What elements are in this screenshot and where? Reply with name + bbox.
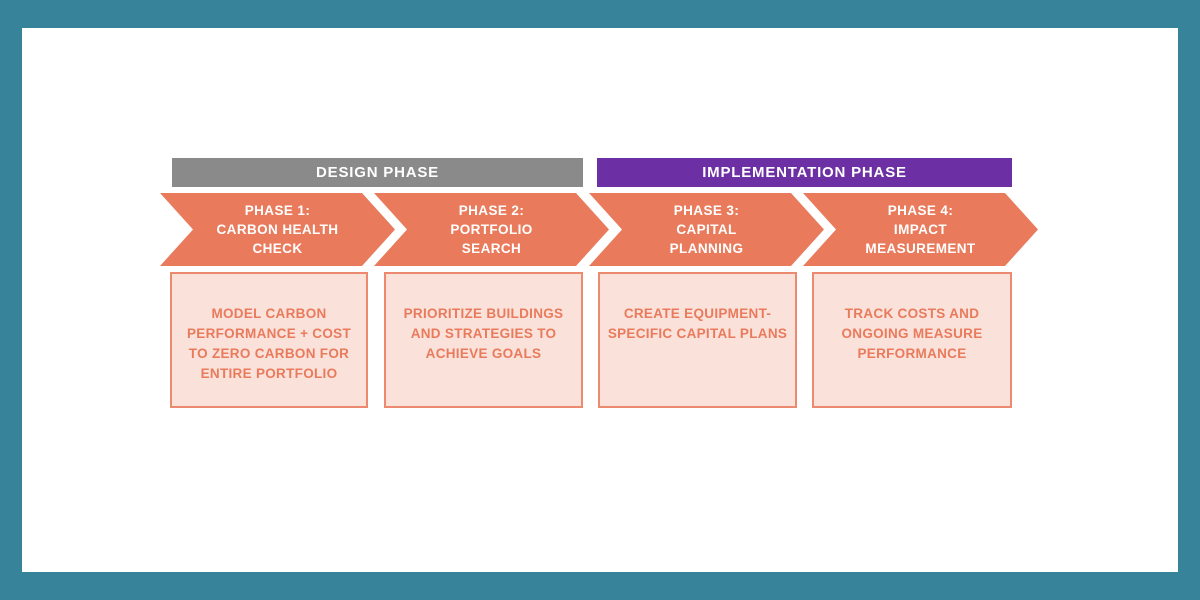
phase-1-description-box: MODEL CARBON PERFORMANCE + COST TO ZERO … <box>170 272 368 408</box>
phase-1-arrow: PHASE 1: CARBON HEALTH CHECK <box>160 193 395 266</box>
phase-1-arrow-label: PHASE 1: CARBON HEALTH CHECK <box>216 203 339 256</box>
phase-3-arrow-label: PHASE 3: CAPITAL PLANNING <box>669 203 744 256</box>
phase-4-arrow-label: PHASE 4: IMPACT MEASUREMENT <box>865 203 976 256</box>
design-phase-bar-label: DESIGN PHASE <box>316 164 439 181</box>
phase-2-arrow-label: PHASE 2: PORTFOLIO SEARCH <box>450 203 533 256</box>
implementation-phase-bar-label: IMPLEMENTATION PHASE <box>702 164 907 181</box>
implementation-phase-bar: IMPLEMENTATION PHASE <box>597 158 1012 187</box>
phase-4-arrow: PHASE 4: IMPACT MEASUREMENT <box>803 193 1038 266</box>
phase-2-description-box: PRIORITIZE BUILDINGS AND STRATEGIES TO A… <box>384 272 583 408</box>
phase-2-description-text: PRIORITIZE BUILDINGS AND STRATEGIES TO A… <box>403 306 564 361</box>
phase-4-description-text: TRACK COSTS AND ONGOING MEASURE PERFORMA… <box>841 306 983 361</box>
design-phase-bar: DESIGN PHASE <box>172 158 583 187</box>
phase-4-description-box: TRACK COSTS AND ONGOING MEASURE PERFORMA… <box>812 272 1012 408</box>
phase-3-description-text: CREATE EQUIPMENT-SPECIFIC CAPITAL PLANS <box>607 306 788 341</box>
phase-3-arrow: PHASE 3: CAPITAL PLANNING <box>589 193 824 266</box>
phase-3-description-box: CREATE EQUIPMENT-SPECIFIC CAPITAL PLANS <box>598 272 797 408</box>
phase-2-arrow: PHASE 2: PORTFOLIO SEARCH <box>374 193 609 266</box>
phase-1-description-text: MODEL CARBON PERFORMANCE + COST TO ZERO … <box>186 306 352 381</box>
